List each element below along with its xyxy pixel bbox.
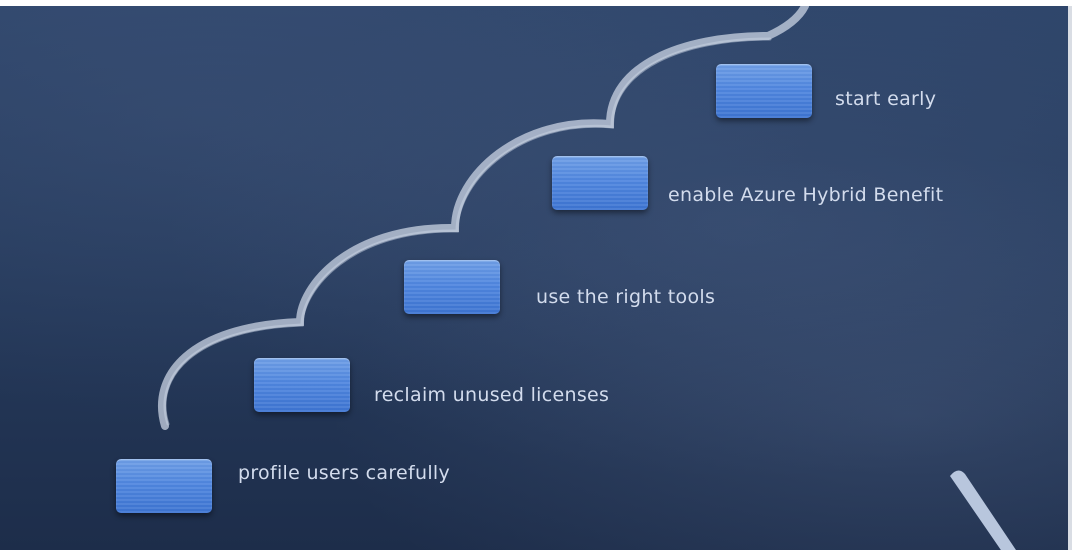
step-block-1 (116, 459, 212, 513)
step-block-4 (552, 156, 648, 210)
step-block-2 (254, 358, 350, 412)
step-label-4: enable Azure Hybrid Benefit (668, 184, 944, 206)
step-label-2: reclaim unused licenses (374, 384, 610, 406)
chalk-arc-path (157, 6, 1016, 550)
step-label-5: start early (835, 88, 937, 110)
step-label-1: profile users carefully (238, 462, 451, 484)
chalk-stick-icon (950, 470, 1016, 550)
step-label-3: use the right tools (536, 286, 716, 308)
step-block-3 (404, 260, 500, 314)
chalkboard-background: profile users carefully reclaim unused l… (0, 6, 1068, 550)
right-border (1068, 6, 1072, 550)
step-block-5 (716, 64, 812, 118)
